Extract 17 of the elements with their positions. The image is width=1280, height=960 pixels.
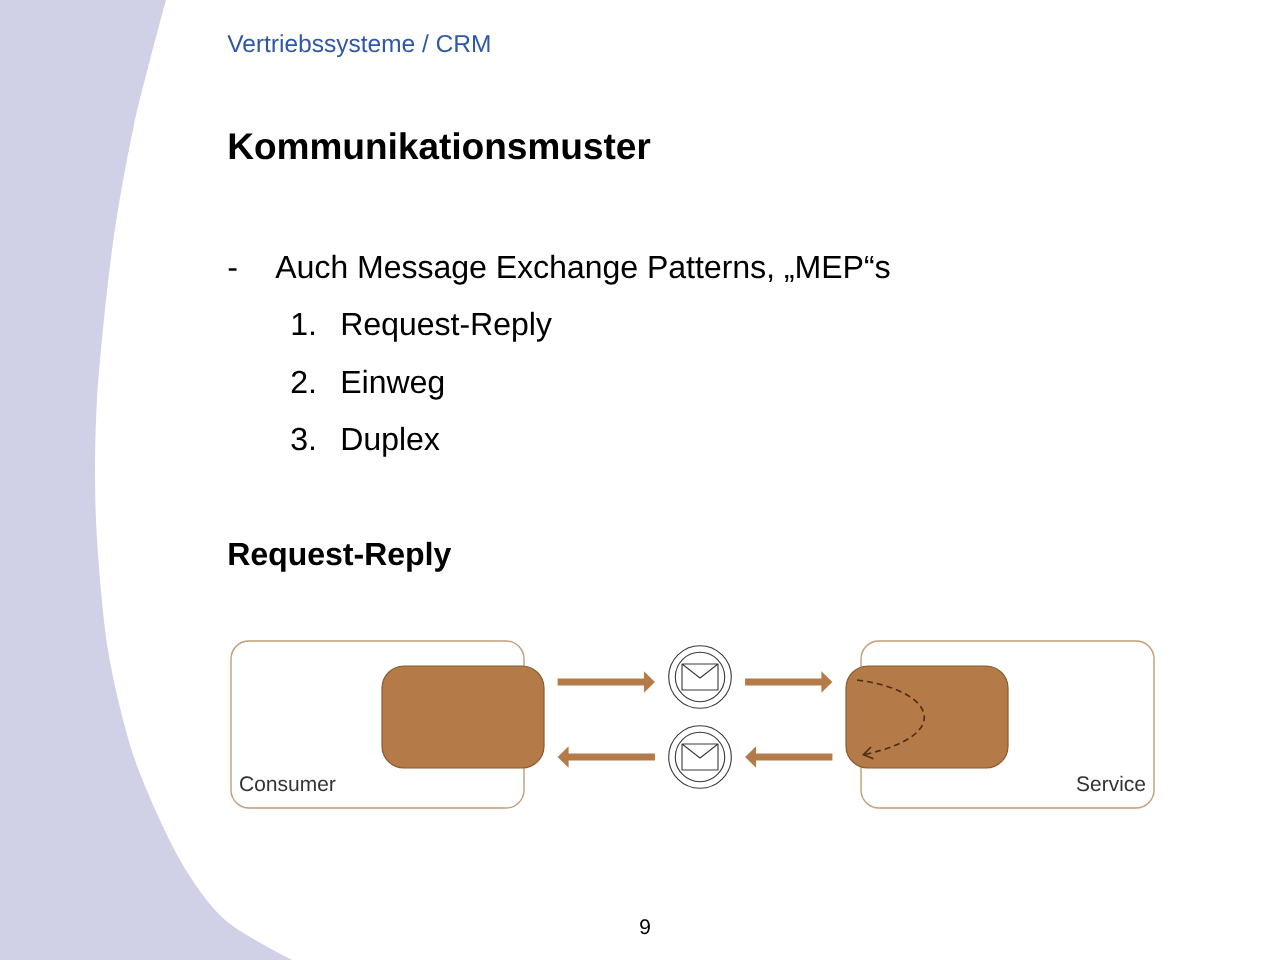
list-number: 3. — [291, 427, 314, 451]
header-text: Vertriebssysteme / CRM — [227, 34, 490, 58]
list-number: 2. — [291, 370, 314, 393]
message-circle — [668, 645, 732, 709]
list-item: Auch Message Exchange Patterns, „MEP“s — [275, 254, 890, 285]
slide-title: Kommunikationsmuster — [229, 132, 651, 160]
rounded-block — [845, 665, 1009, 769]
container-box: Service — [860, 640, 1155, 809]
list-number: 1. — [292, 313, 314, 335]
list-item: Request-Reply — [342, 311, 552, 342]
list-item: Duplex — [342, 426, 440, 457]
message-circle — [668, 725, 732, 789]
list-bullet: - — [228, 268, 237, 271]
page-number: 9 — [640, 919, 650, 935]
rounded-block — [381, 665, 545, 769]
section-heading: Request-Reply — [229, 541, 452, 572]
list-item: Einweg — [342, 369, 444, 400]
